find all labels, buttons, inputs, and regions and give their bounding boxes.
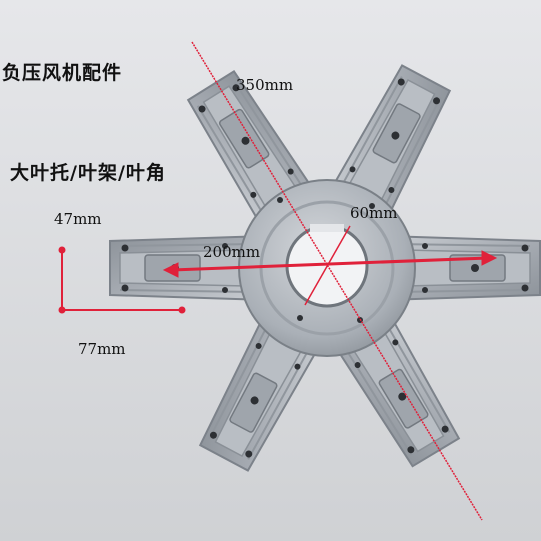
hub-diameter-line [171, 256, 489, 272]
hub-diameter-label: 200mm [203, 243, 261, 261]
arm-tip-length-label: 77mm [78, 340, 126, 358]
hub [238, 179, 416, 357]
blade-length-label: 350mm [236, 76, 294, 94]
blade-length-line [191, 41, 483, 521]
measurement-lines [58, 41, 498, 521]
hub-bore-line [304, 225, 351, 306]
product-name-caption: 负压风机配件 [2, 62, 123, 84]
hub-bore-label: 60mm [350, 204, 398, 222]
arm-width-label: 47mm [54, 210, 102, 228]
part-types-caption: 大叶托/叶架/叶角 [10, 162, 166, 184]
